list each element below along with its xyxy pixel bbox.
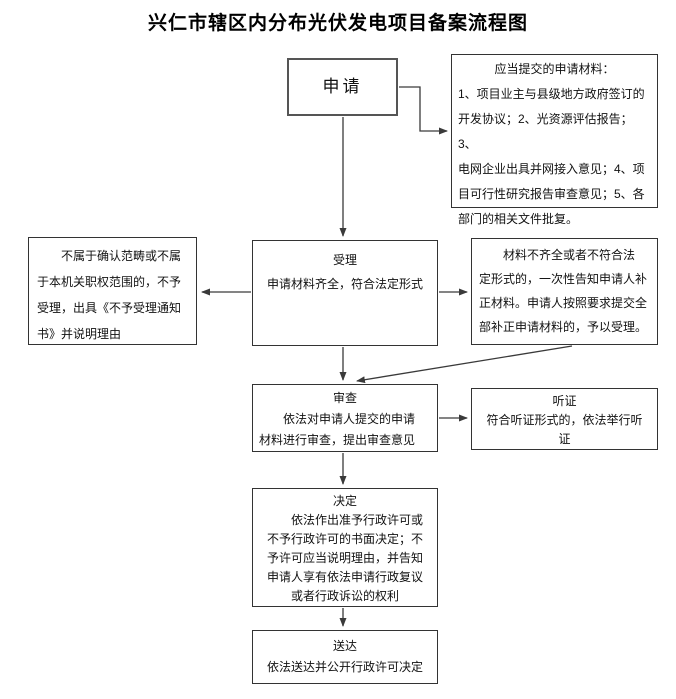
node-review-body: 依法对申请人提交的申请 材料进行审查，提出审查意见 bbox=[259, 412, 416, 447]
node-hearing: 听证 符合听证形式的，依法举行听 证 bbox=[471, 388, 658, 450]
node-delivery-body: 依法送达并公开行政许可决定 bbox=[266, 660, 423, 674]
node-required-materials-heading: 应当提交的申请材料： bbox=[494, 62, 615, 76]
node-supplement-materials-body: 材料不齐全或者不符合法 定形式的，一次性告知申请人补 正材料。申请人按照要求提交… bbox=[479, 248, 648, 334]
node-review-title: 审查 bbox=[332, 391, 357, 405]
node-apply: 申请 bbox=[287, 58, 398, 116]
node-hearing-body: 符合听证形式的，依法举行听 证 bbox=[486, 413, 643, 446]
node-hearing-title: 听证 bbox=[552, 394, 577, 408]
node-required-materials: 应当提交的申请材料： 1、项目业主与县级地方政府签订的 开发协议；2、光资源评估… bbox=[451, 54, 658, 226]
node-apply-label: 申请 bbox=[322, 77, 363, 96]
node-supplement-materials: 材料不齐全或者不符合法 定形式的，一次性告知申请人补 正材料。申请人按照要求提交… bbox=[471, 238, 658, 345]
arrow-apply-to-materials bbox=[399, 86, 448, 135]
node-not-accepted-body: 不属于确认范畴或不属 于本机关职权范围的，不予 受理，出具《不予受理通知 书》并… bbox=[37, 249, 182, 341]
node-delivery: 送达 依法送达并公开行政许可决定 bbox=[252, 630, 438, 684]
arrow-supplement-to-review bbox=[356, 345, 573, 384]
node-delivery-title: 送达 bbox=[332, 639, 357, 653]
node-decision: 决定 依法作出准予行政许可或 不予行政许可的书面决定；不 予许可应当说明理由，并… bbox=[252, 488, 438, 607]
node-accept-body: 申请材料齐全，符合法定形式 bbox=[266, 277, 423, 291]
node-not-accepted: 不属于确认范畴或不属 于本机关职权范围的，不予 受理，出具《不予受理通知 书》并… bbox=[28, 237, 197, 345]
page-title: 兴仁市辖区内分布光伏发电项目备案流程图 bbox=[147, 13, 528, 34]
node-decision-title: 决定 bbox=[332, 494, 357, 508]
node-review: 审查 依法对申请人提交的申请 材料进行审查，提出审查意见 bbox=[252, 384, 438, 452]
node-decision-body: 依法作出准予行政许可或 不予行政许可的书面决定；不 予许可应当说明理由，并告知 … bbox=[266, 513, 423, 603]
node-accept-title: 受理 bbox=[332, 253, 357, 267]
node-required-materials-body: 1、项目业主与县级地方政府签订的 开发协议；2、光资源评估报告；3、 电网企业出… bbox=[458, 87, 645, 226]
node-accept: 受理 申请材料齐全，符合法定形式 bbox=[252, 240, 438, 346]
